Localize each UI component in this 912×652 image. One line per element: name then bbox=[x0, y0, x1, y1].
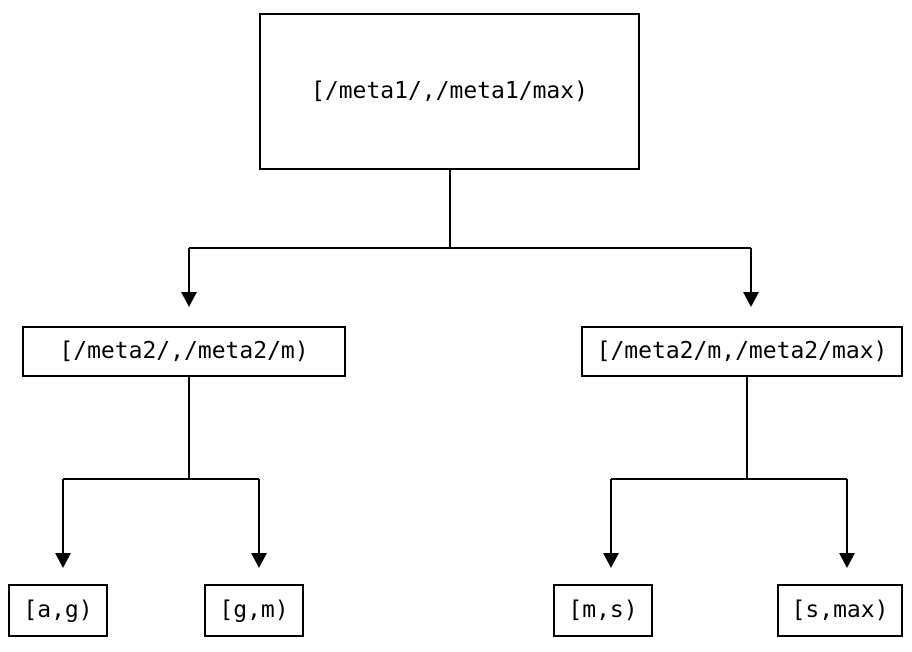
edge-left-to-leaves bbox=[55, 377, 267, 568]
node-leaf-m-s: [m,s) bbox=[553, 584, 653, 637]
arrow-down-icon bbox=[839, 553, 855, 568]
arrow-down-icon bbox=[55, 553, 71, 568]
arrow-down-icon bbox=[743, 292, 759, 307]
node-meta2-left-interval: [/meta2/,/meta2/m) bbox=[22, 326, 346, 377]
arrow-down-icon bbox=[181, 292, 197, 307]
arrow-down-icon bbox=[603, 553, 619, 568]
node-leaf-a-g: [a,g) bbox=[8, 584, 108, 637]
node-meta2-right-interval: [/meta2/m,/meta2/max) bbox=[581, 326, 903, 377]
edge-root-to-level2 bbox=[181, 170, 759, 307]
node-leaf-g-m: [g,m) bbox=[204, 584, 304, 637]
edge-right-to-leaves bbox=[603, 377, 855, 568]
node-leaf-s-max: [s,max) bbox=[777, 584, 903, 637]
node-root-interval: [/meta1/,/meta1/max) bbox=[259, 13, 640, 170]
arrow-down-icon bbox=[251, 553, 267, 568]
